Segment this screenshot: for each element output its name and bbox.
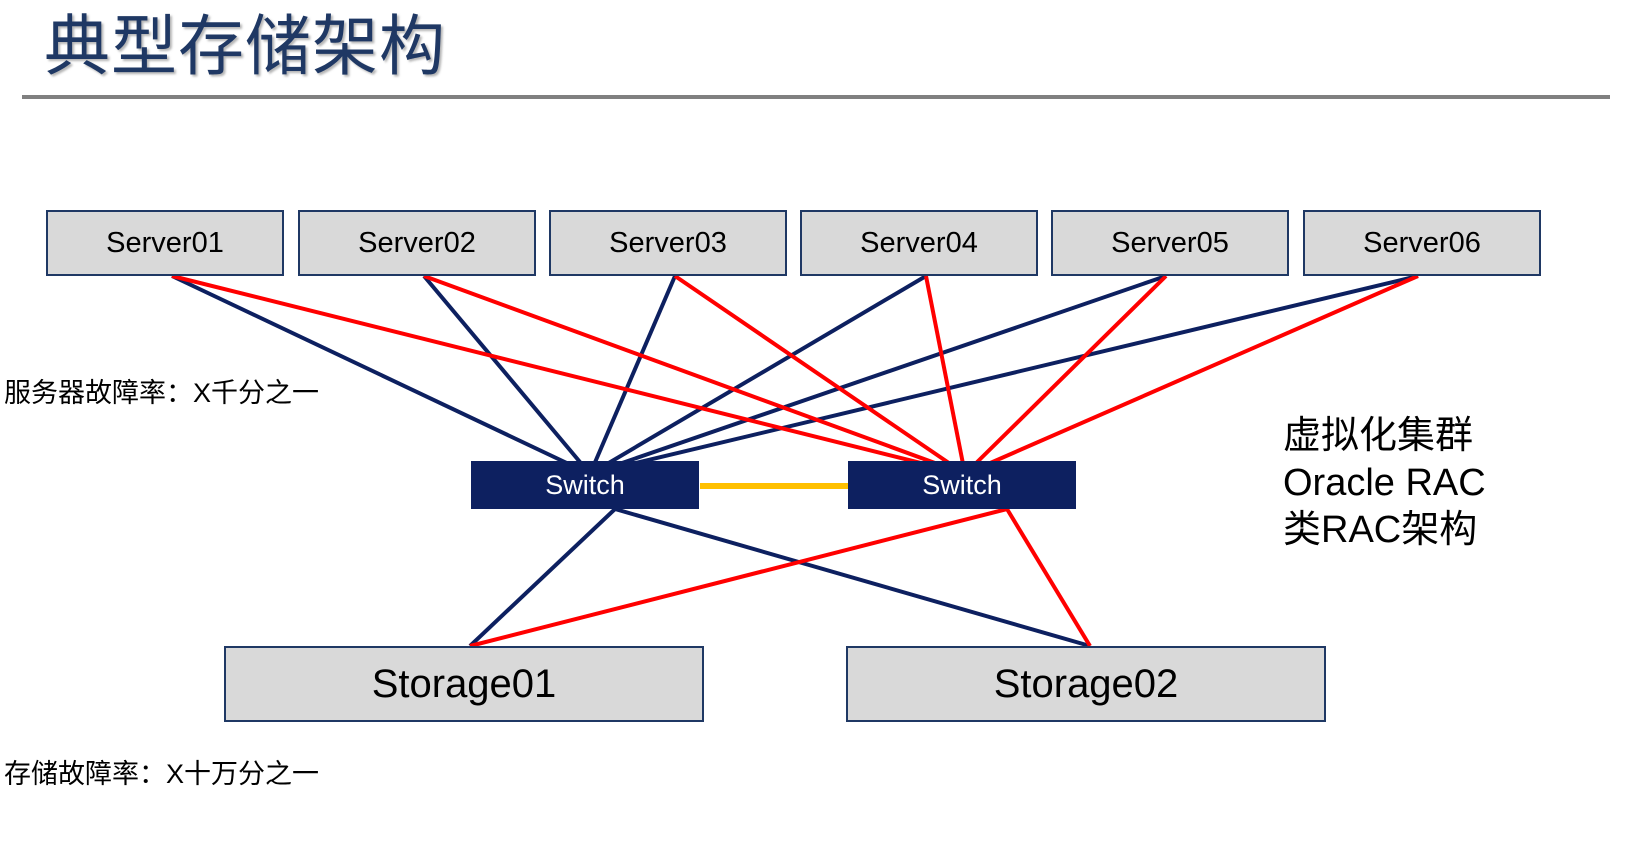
switch-box-label: Switch [545,469,625,500]
storage-box-label: Storage02 [993,661,1179,706]
switch-box-label: Switch [922,469,1002,500]
link-server04-to-switch-left [588,274,928,476]
page-title: 典型存储架构 [44,9,446,83]
switch-box-2[interactable]: Switch [848,461,1076,509]
server-box-6[interactable]: Server06 [1303,210,1541,276]
link-switch-left-to-storage02 [614,507,1091,648]
link-server02-to-switch-right [423,274,966,476]
link-server03-to-switch-right [673,274,967,476]
server-box-5[interactable]: Server05 [1051,210,1289,276]
cluster-note-line-2: Oracle RAC [1283,462,1486,504]
link-switch-left-to-storage01 [468,507,617,648]
link-switch-right-to-storage02 [1005,507,1092,648]
server-box-4[interactable]: Server04 [800,210,1038,276]
server-box-label: Server04 [860,226,978,259]
link-server06-to-switch-left [589,274,1419,476]
server-failure-rate-label: 服务器故障率：X千分之一 [4,378,320,408]
server-box-label: Server01 [106,226,224,259]
cluster-note-line-3: 类RAC架构 [1283,509,1478,551]
link-server02-to-switch-left [422,274,592,476]
link-server06-to-switch-right [964,274,1419,476]
link-server05-to-switch-left [589,274,1167,476]
storage-failure-rate-label: 存储故障率：X十万分之一 [4,759,320,789]
link-server03-to-switch-left [588,275,677,475]
link-server01-to-switch-left [171,274,591,476]
edge-group [171,274,1419,648]
server-box-2[interactable]: Server02 [298,210,536,276]
server-box-3[interactable]: Server03 [549,210,787,276]
cluster-note-line-1: 虚拟化集群 [1283,415,1474,457]
server-box-label: Server06 [1363,226,1481,259]
server-box-1[interactable]: Server01 [46,210,284,276]
link-server01-to-switch-right [171,274,966,476]
server-box-label: Server05 [1111,226,1229,259]
link-switch-right-to-storage01 [469,507,1008,648]
title-divider [22,95,1610,99]
server-box-label: Server02 [358,226,476,259]
link-server05-to-switch-right [963,274,1168,476]
storage-box-1[interactable]: Storage01 [224,646,704,722]
switch-box-1[interactable]: Switch [471,461,699,509]
link-server04-to-switch-right [924,275,967,475]
storage-box-2[interactable]: Storage02 [846,646,1326,722]
server-box-label: Server03 [609,226,727,259]
storage-box-label: Storage01 [371,661,557,706]
cluster-note: 虚拟化集群 Oracle RAC 类RAC架构 [1283,413,1486,554]
